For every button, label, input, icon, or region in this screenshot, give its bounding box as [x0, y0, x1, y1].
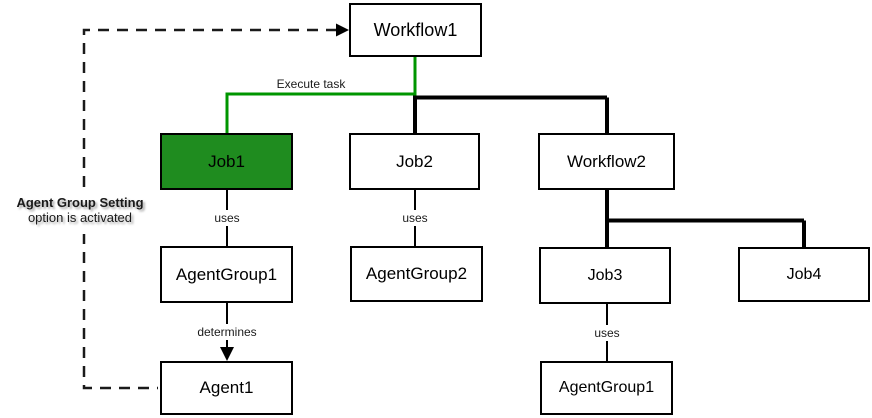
node-job4: Job4	[738, 247, 870, 302]
workflow1-branch-connector	[413, 95, 609, 133]
edge-label-job2-uses: uses	[398, 210, 432, 226]
dashed-feedback-connector	[82, 28, 337, 390]
node-agentgroup1-left: AgentGroup1	[160, 246, 293, 303]
annotation-line2: option is activated	[27, 210, 133, 225]
edge-label-determines: determines	[193, 324, 261, 340]
node-agentgroup1-under-job3: AgentGroup1	[540, 361, 673, 415]
annotation-line1: Agent Group Setting	[16, 195, 144, 210]
node-agentgroup2: AgentGroup2	[350, 246, 483, 302]
execute-task-connector	[225, 57, 417, 133]
edge-label-job1-uses: uses	[210, 210, 244, 226]
arrowhead-down-icon	[220, 347, 234, 361]
arrowhead-right-icon	[336, 23, 349, 37]
node-job2: Job2	[349, 133, 480, 190]
node-workflow2: Workflow2	[538, 133, 675, 190]
edge-label-job3-uses: uses	[590, 325, 624, 341]
edge-label-execute-task: Execute task	[276, 77, 346, 91]
workflow2-branch-connector	[605, 190, 806, 247]
node-job1-highlighted: Job1	[160, 133, 293, 190]
node-workflow1: Workflow1	[349, 3, 482, 57]
agent-group-setting-annotation: Agent Group Setting option is activated	[0, 193, 160, 234]
node-agent1: Agent1	[160, 361, 293, 415]
node-job3: Job3	[539, 247, 671, 304]
